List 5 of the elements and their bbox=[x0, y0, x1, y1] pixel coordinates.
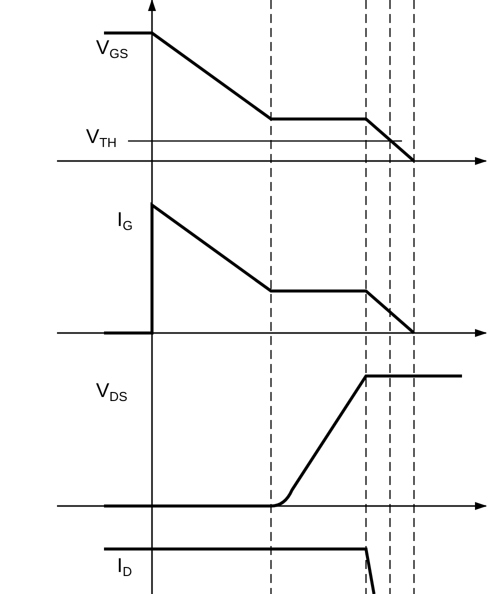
signal-label: V$_{TH}$ bbox=[86, 127, 117, 149]
signal-label: I$_{D}$ bbox=[117, 556, 132, 578]
signal-label: V$_{GS}$ bbox=[96, 38, 128, 60]
signal-label: I$_{G}$ bbox=[117, 210, 133, 232]
signal-label: V$_{DS}$ bbox=[96, 381, 128, 403]
